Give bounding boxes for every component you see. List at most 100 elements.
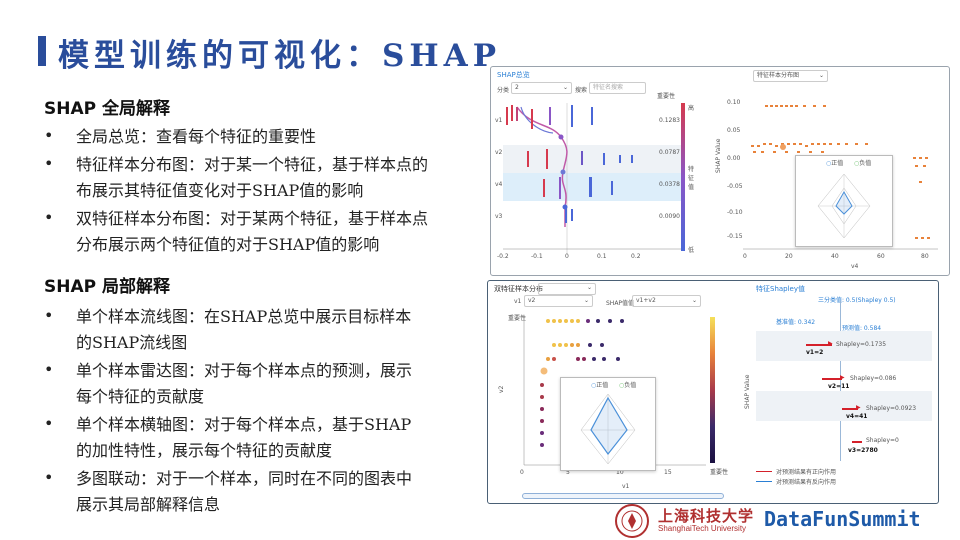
shap-mark bbox=[631, 155, 633, 163]
distribution-select[interactable]: 特征样本分布图 ⌄ bbox=[753, 70, 828, 82]
sample-point[interactable] bbox=[558, 134, 564, 140]
x-tick: 0 bbox=[520, 469, 524, 476]
scatter-point bbox=[576, 319, 580, 323]
local-item-3-line-2: 的加性特性，展示每个特征的贡献度 bbox=[76, 441, 333, 460]
global-item-2: 特征样本分布图：对于某一个特征，基于样本点的 布展示其特征值变化对于SHAP值的… bbox=[76, 152, 428, 204]
two-feature-scatter bbox=[523, 315, 706, 466]
y-axis-label: v2 bbox=[498, 385, 505, 393]
scatter-point bbox=[564, 319, 568, 323]
x-tick: 20 bbox=[785, 253, 793, 260]
y-tick: 0.05 bbox=[727, 127, 741, 134]
legend-circle-icon: ○ bbox=[826, 160, 832, 167]
x-tick: 5 bbox=[566, 469, 570, 476]
local-heading: SHAP 局部解释 bbox=[44, 277, 171, 297]
scatter-point bbox=[837, 143, 840, 145]
group-select[interactable]: 2 ⌄ bbox=[511, 82, 572, 94]
local-item-2: 单个样本雷达图：对于每个样本点的预测，展示 每个特征的贡献度 bbox=[76, 358, 412, 410]
feature-label: v4 bbox=[495, 181, 503, 188]
feature-search-input[interactable]: 特征名搜索 bbox=[589, 82, 646, 94]
scatter-point bbox=[602, 357, 606, 361]
x-tick: -0.2 bbox=[497, 253, 509, 260]
radar-popup: ○正值 ○负值 bbox=[795, 155, 893, 247]
legend-negative-arrow-icon bbox=[756, 481, 772, 482]
global-item-3: 双特征样本分布图：对于某两个特征，基于样本点 分布展示两个特征值的对于SHAP值… bbox=[76, 206, 428, 258]
x-tick: 10 bbox=[616, 469, 624, 476]
shap-feature-select[interactable]: v1+v2 ⌄ bbox=[632, 295, 701, 307]
arrow-head: ▶ bbox=[828, 340, 833, 347]
x-tick: 0.2 bbox=[631, 253, 641, 260]
two-feature-select[interactable]: ⌄ bbox=[538, 283, 596, 295]
shap-mark bbox=[611, 181, 613, 195]
scatter-point bbox=[785, 105, 788, 107]
search-label: 搜索 bbox=[575, 87, 588, 94]
scatter-point bbox=[608, 319, 612, 323]
y-tick: 0.10 bbox=[727, 99, 741, 106]
scatter-point bbox=[620, 319, 624, 323]
colorbar-title: 特征值 bbox=[688, 166, 695, 191]
legend-circle-icon: ○ bbox=[591, 382, 597, 389]
selected-sample-point[interactable] bbox=[540, 367, 548, 375]
shap-mark bbox=[571, 209, 573, 221]
x-tick: 60 bbox=[877, 253, 885, 260]
scatter-point bbox=[915, 237, 918, 239]
scatter-point bbox=[558, 319, 562, 323]
scatter-point bbox=[913, 157, 916, 159]
scatter-point bbox=[780, 105, 783, 107]
shap-mark bbox=[603, 153, 605, 165]
scatter-point bbox=[821, 151, 824, 153]
radar-legend-neg: ○负值 bbox=[854, 158, 871, 167]
chevron-down-icon: ⌄ bbox=[818, 72, 824, 79]
x-feature-select[interactable]: v2 ⌄ bbox=[524, 295, 593, 307]
bullet-dot: • bbox=[44, 126, 54, 145]
shapley-row-band bbox=[756, 331, 932, 361]
sample-point[interactable] bbox=[562, 204, 568, 210]
local-item-3-line-1: 单个样本横轴图：对于每个样本点，基于SHAP bbox=[76, 415, 412, 434]
scatter-point bbox=[799, 143, 802, 145]
scatter-point bbox=[770, 105, 773, 107]
scatter-point bbox=[596, 319, 600, 323]
scatter-point bbox=[805, 145, 808, 147]
shap-feature-label: SHAP值值 bbox=[606, 300, 635, 307]
global-item-3-line-1: 双特征样本分布图：对于某两个特征，基于样本点 bbox=[76, 209, 429, 228]
scatter-point bbox=[787, 143, 790, 145]
global-item-2-line-1: 特征样本分布图：对于某一个特征，基于样本点的 bbox=[76, 155, 429, 174]
selected-sample-point[interactable] bbox=[780, 144, 786, 150]
shap-mark bbox=[516, 107, 518, 121]
logo-emblem bbox=[628, 513, 636, 529]
local-item-1-line-1: 单个样本流线图：在SHAP总览中展示目标样本 bbox=[76, 307, 412, 326]
range-slider[interactable] bbox=[522, 493, 724, 499]
colorbar-title: SHAP Value bbox=[744, 374, 751, 409]
sample-point[interactable] bbox=[560, 169, 566, 175]
sample-flow-line bbox=[516, 106, 568, 227]
importance-value: 0.0090 bbox=[659, 213, 680, 220]
y-tick: -0.15 bbox=[727, 233, 743, 240]
feature-label: v3 bbox=[495, 213, 503, 220]
scatter-point bbox=[829, 143, 832, 145]
scatter-point bbox=[865, 143, 868, 145]
radar-chart bbox=[580, 393, 636, 465]
row-band bbox=[503, 145, 683, 173]
scatter-point bbox=[757, 145, 760, 147]
shap-mark bbox=[543, 179, 545, 197]
x-tick: 0.1 bbox=[597, 253, 607, 260]
scatter-point bbox=[546, 357, 550, 361]
feature-label: v1 bbox=[495, 117, 503, 124]
logo-ring bbox=[615, 504, 649, 538]
local-item-4: 多图联动：对于一个样本，同时在不同的图表中 展示其局部解释信息 bbox=[76, 466, 412, 518]
radar-legend-neg-label: 负值 bbox=[624, 382, 637, 389]
shapley-feature: v4=41 bbox=[846, 413, 868, 420]
scatter-point bbox=[576, 357, 580, 361]
y-tick: -0.05 bbox=[727, 183, 743, 190]
panel-title: SHAP总览 bbox=[497, 71, 530, 79]
shap-mark bbox=[571, 105, 573, 127]
importance-value: 0.1283 bbox=[659, 117, 680, 124]
scatter-point bbox=[775, 105, 778, 107]
scatter-point bbox=[576, 343, 580, 347]
legend-positive-label: 对预测结果有正向作用 bbox=[776, 469, 837, 476]
shap-mark bbox=[527, 151, 529, 167]
shap-value-colorbar bbox=[710, 317, 715, 463]
chevron-down-icon: ⌄ bbox=[691, 297, 697, 304]
shap-mark bbox=[511, 105, 513, 121]
local-item-1-line-2: 的SHAP流线图 bbox=[76, 333, 188, 352]
scatter-point bbox=[803, 105, 806, 107]
